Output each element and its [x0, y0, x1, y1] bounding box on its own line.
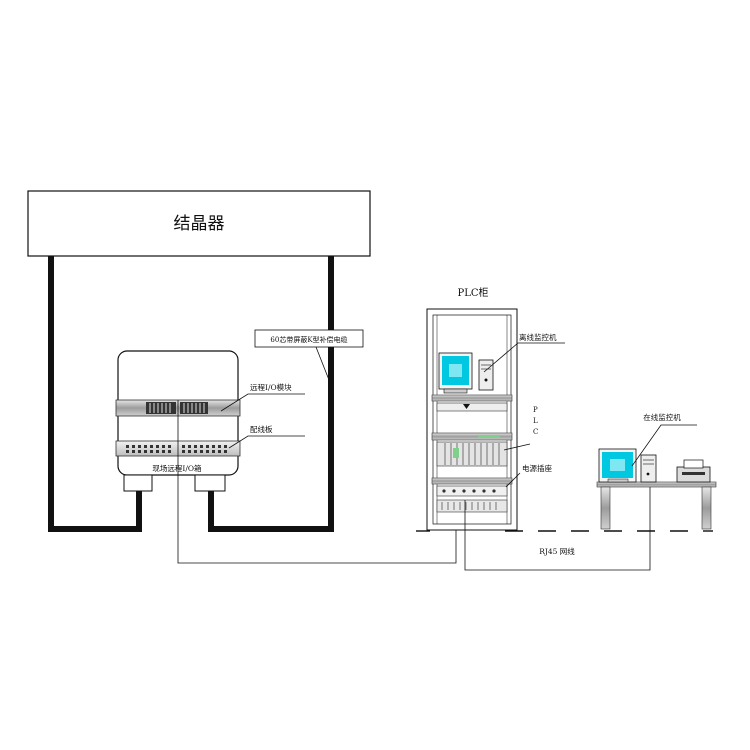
online-monitor-station	[596, 448, 717, 530]
plc-letter-l: L	[533, 417, 538, 425]
remote-io-module-label: 远程I/O模块	[250, 382, 292, 392]
plc-letter-c: C	[533, 428, 538, 436]
crystallizer-label: 结晶器	[174, 214, 225, 234]
online-monitor-callout	[631, 424, 697, 467]
power-socket-label: 电源插座	[522, 463, 552, 473]
plc-cabinet: PLC柜	[426, 286, 518, 531]
plc-letter-p: P	[533, 406, 538, 414]
cable-callout: 60芯带屏蔽K型补偿电缆	[254, 329, 364, 386]
plc-cabinet-title: PLC柜	[457, 286, 488, 299]
plc-callouts	[483, 342, 565, 488]
wiring-board-label: 配线板	[250, 424, 273, 434]
io-to-plc-line	[177, 400, 457, 564]
io-callouts	[220, 393, 305, 449]
network-line	[464, 485, 651, 571]
cable-label: 60芯带屏蔽K型补偿电缆	[270, 335, 347, 344]
offline-monitor-pc	[438, 352, 494, 394]
field-io-box-label: 现场远程I/O箱	[152, 463, 202, 473]
network-label: RJ45 网线	[539, 546, 575, 556]
power-socket-rail	[431, 477, 513, 513]
plc-rack	[431, 432, 513, 467]
offline-monitor-label: 离线监控机	[519, 332, 557, 342]
thick-cables	[48, 256, 334, 532]
online-monitor-label: 在线监控机	[643, 412, 681, 422]
crystallizer-box: 结晶器	[27, 190, 371, 257]
